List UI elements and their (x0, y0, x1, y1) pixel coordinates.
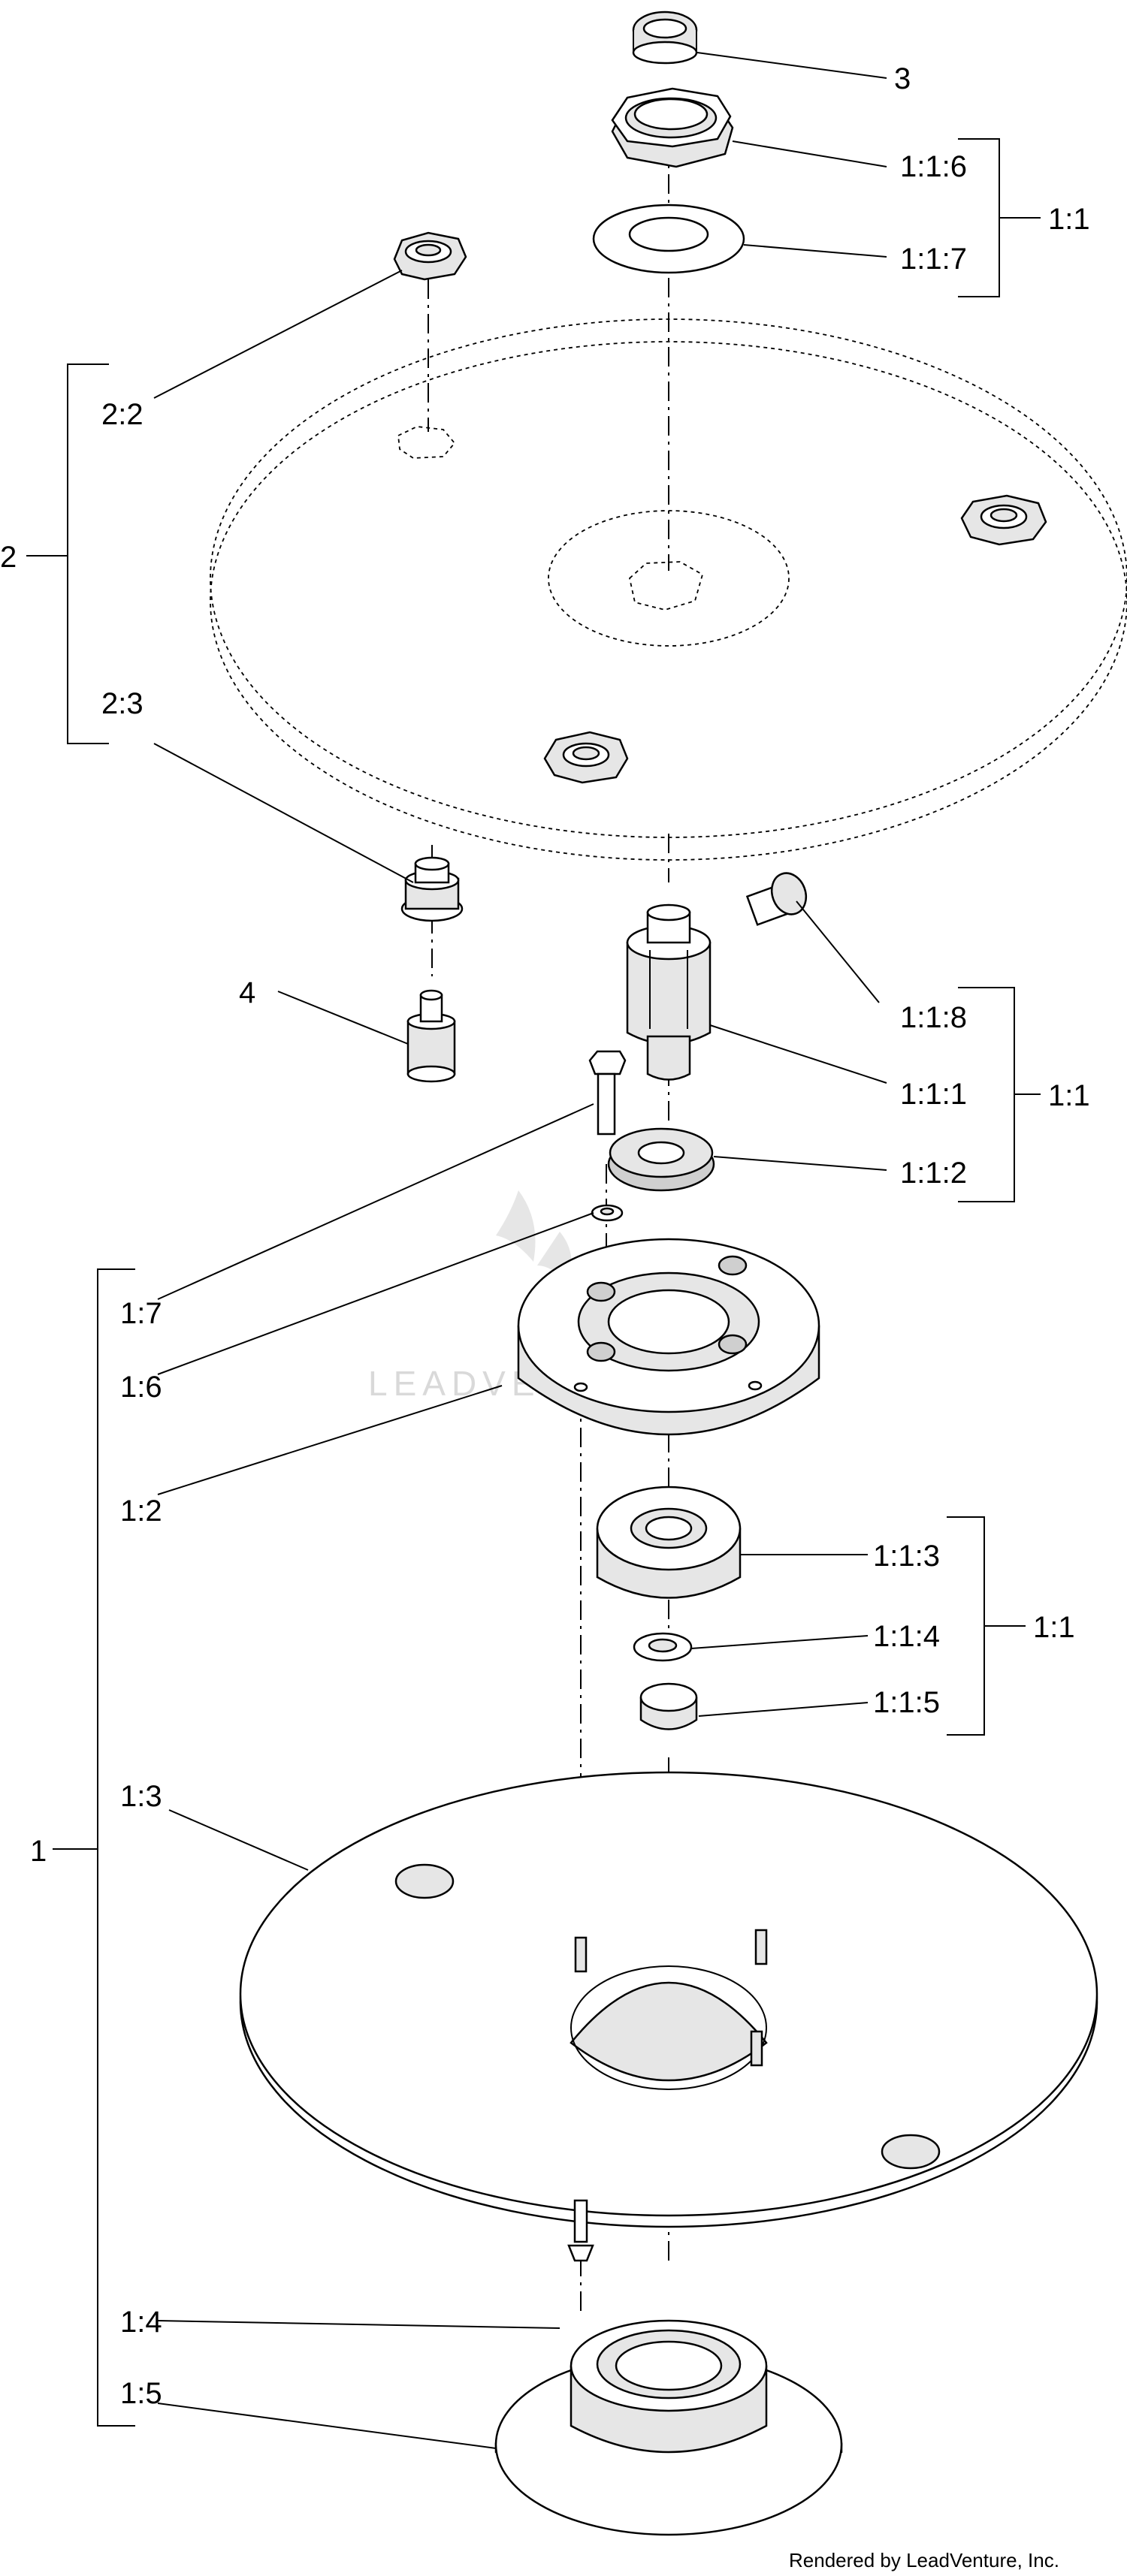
label-2: 2 (0, 541, 17, 574)
label-1-1-5: 1:1:5 (873, 1686, 940, 1719)
part-1-1-1-spindle (626, 903, 712, 1081)
part-3-grommet (632, 11, 698, 65)
part-1-1-5-bushing (639, 1682, 698, 1730)
part-labels: 3 1:1:6 1:1:7 1:1 2:2 2 2:3 4 1:1:8 1:1:… (0, 62, 1090, 2410)
label-1-7: 1:7 (120, 1297, 162, 1330)
label-1-1-7: 1:1:7 (900, 243, 967, 276)
part-1-1-8-bolt (745, 872, 808, 926)
part-1-4-screw (567, 2199, 594, 2262)
part-1-1-3-bearing (596, 1486, 742, 1599)
part-1-1-7-washer (592, 204, 745, 274)
label-4: 4 (239, 976, 255, 1009)
label-1-1-low: 1:1 (1033, 1611, 1075, 1644)
label-1-1-6: 1:1:6 (900, 150, 967, 183)
part-1-3-plate (239, 1771, 1098, 2228)
label-1-2: 1:2 (120, 1495, 162, 1528)
leader-lines (153, 52, 887, 2449)
part-1-1-6-hex-nut (611, 87, 734, 168)
part-2-blade-disc (210, 318, 1127, 861)
part-1-6-washer (591, 1204, 624, 1222)
label-1-3: 1:3 (120, 1780, 162, 1813)
label-1-5: 1:5 (120, 2377, 162, 2410)
label-3: 3 (894, 62, 911, 95)
label-1-1-8: 1:1:8 (900, 1001, 967, 1034)
part-1-2-housing (517, 1238, 820, 1436)
part-2-2-nut (393, 231, 467, 432)
label-2-2: 2:2 (101, 398, 144, 431)
label-1-1-2: 1:1:2 (900, 1157, 967, 1190)
part-1-1-2-seal (607, 1127, 715, 1192)
part-4-spacer (406, 989, 456, 1083)
label-1: 1 (30, 1835, 47, 1868)
label-1-1-3: 1:1:3 (873, 1540, 940, 1573)
part-1-7-bolt (588, 1050, 627, 1136)
part-1-1-4-washer (633, 1632, 693, 1662)
credit-text: Rendered by LeadVenture, Inc. (789, 2549, 1059, 2571)
brackets (26, 138, 1041, 2427)
label-1-1-4: 1:1:4 (873, 1620, 940, 1653)
label-2-3: 2:3 (101, 687, 144, 720)
part-2-3-stud (400, 856, 464, 922)
label-1-4: 1:4 (120, 2306, 162, 2339)
label-1-1-1: 1:1:1 (900, 1078, 967, 1111)
part-1-5-cover (494, 2319, 843, 2536)
label-1-1-mid: 1:1 (1048, 1079, 1090, 1112)
label-1-6: 1:6 (120, 1371, 162, 1404)
label-1-1-top: 1:1 (1048, 203, 1090, 236)
